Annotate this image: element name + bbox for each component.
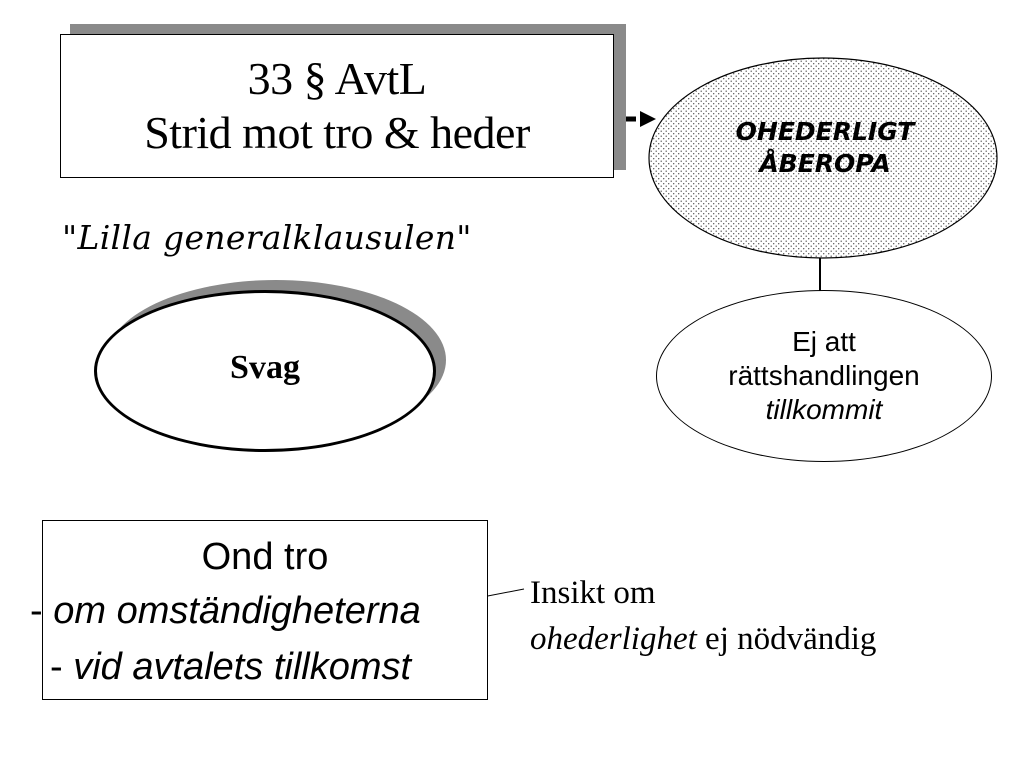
ond-tro-line-1: - om omständigheterna — [30, 588, 421, 634]
ond-tro-dash-1: - — [30, 590, 54, 632]
insikt-line-2-italic: ohederlighet — [530, 621, 697, 657]
ej-att-line-1: Ej att — [792, 326, 856, 357]
ohederligt-line-2: ÅBEROPA — [759, 149, 891, 178]
title-box: 33 § AvtL Strid mot tro & heder — [60, 34, 614, 178]
svag-label: Svag — [230, 349, 300, 386]
title-line-1: 33 § AvtL — [247, 53, 427, 104]
ej-att-ellipse: Ej att rättshandlingen tillkommit — [656, 290, 992, 462]
ond-tro-title: Ond tro — [201, 536, 329, 578]
ohederligt-ellipse — [648, 57, 998, 259]
insikt-line-1: Insikt om — [530, 575, 656, 611]
ohederligt-label: OHEDERLIGT ÅBEROPA — [648, 116, 1002, 180]
ond-tro-dash-2: - — [50, 646, 74, 688]
ond-tro-line-2: - vid avtalets tillkomst — [50, 644, 411, 690]
ohederligt-line-1: OHEDERLIGT — [735, 117, 915, 146]
ej-att-line-3: tillkommit — [765, 394, 883, 425]
insikt-note: Insikt om ohederlighet ej nödvändig — [530, 570, 876, 662]
svag-ellipse: Svag — [94, 290, 436, 452]
ej-att-line-2: rättshandlingen — [728, 360, 920, 391]
insikt-line-2-rest: ej nödvändig — [696, 621, 877, 657]
ond-tro-line-1-text: om omständigheterna — [53, 590, 421, 632]
subtitle: "Lilla generalklausulen" — [62, 218, 472, 257]
ond-tro-line-2-text: vid avtalets tillkomst — [73, 646, 412, 688]
ond-tro-box — [42, 520, 488, 700]
title-line-2: Strid mot tro & heder — [144, 107, 530, 158]
insikt-line-2: ohederlighet ej nödvändig — [530, 616, 876, 662]
